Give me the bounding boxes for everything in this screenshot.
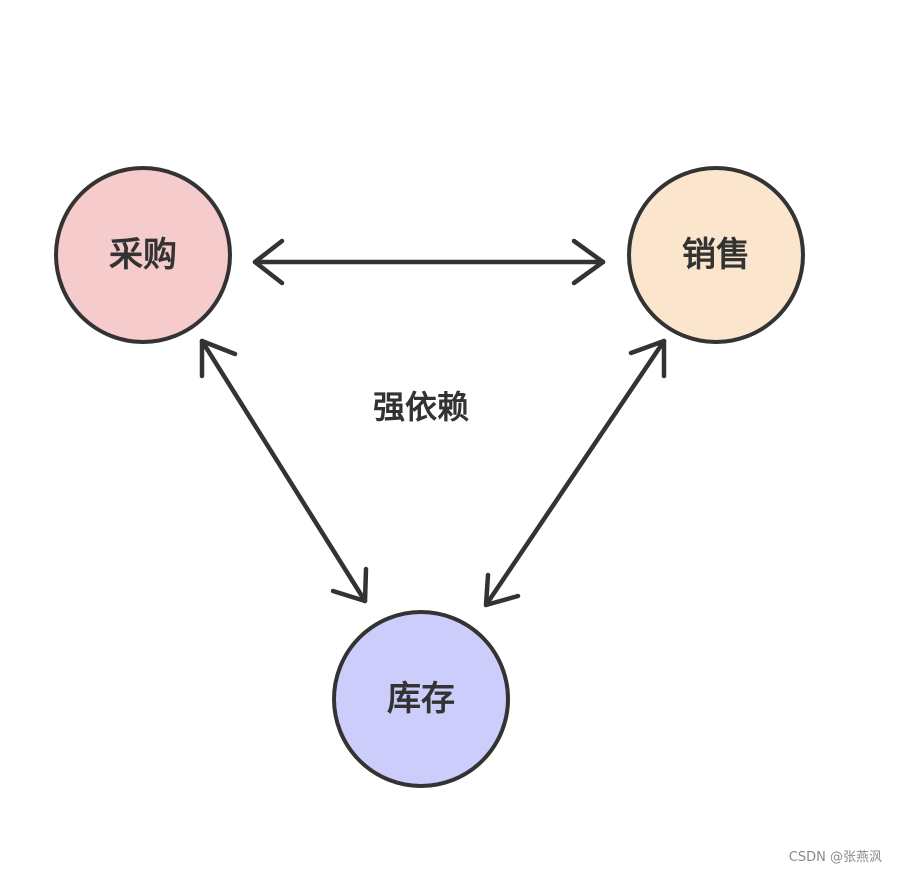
edge-purchase-inventory xyxy=(199,338,369,604)
arrowhead-toward-inventory-right xyxy=(483,572,521,608)
node-inventory-circle xyxy=(332,610,510,788)
node-purchase-label: 采购 xyxy=(109,235,177,275)
arrowhead-toward-purchase xyxy=(252,238,285,286)
node-purchase-circle xyxy=(54,166,232,344)
arrowhead-toward-sales xyxy=(571,238,606,286)
node-purchase: 采购 xyxy=(54,166,232,344)
arrowhead-toward-purchase-lower xyxy=(199,338,238,379)
edge-purchase-sales xyxy=(252,238,606,286)
edge-sales-inventory xyxy=(483,338,667,608)
node-sales-circle xyxy=(627,166,805,344)
node-sales-label: 销售 xyxy=(682,235,750,275)
node-inventory: 库存 xyxy=(332,610,510,788)
arrowhead-toward-sales-lower xyxy=(628,338,667,379)
edge-purchase-inventory-line xyxy=(199,338,368,604)
watermark-text: CSDN @张燕沨 xyxy=(788,850,882,865)
node-inventory-label: 库存 xyxy=(387,679,455,719)
edge-sales-inventory-line xyxy=(483,338,667,608)
relation-label: 强依赖 xyxy=(373,388,469,426)
arrowhead-toward-inventory-left xyxy=(330,566,369,604)
node-sales: 销售 xyxy=(627,166,805,344)
